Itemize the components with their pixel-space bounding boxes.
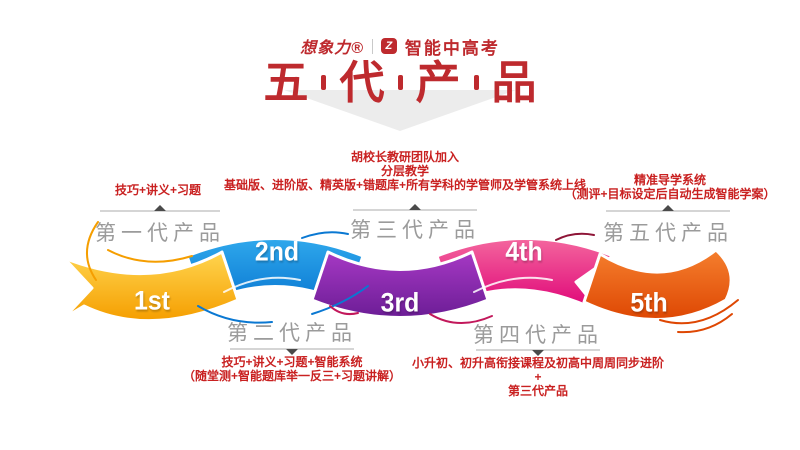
generation-name-gen4: 第四代产品 [473, 324, 603, 347]
title-char: 五 [263, 57, 309, 108]
ribbon-gen1 [62, 250, 240, 323]
accent-arcs [86, 221, 739, 334]
accent-arc-gen1-top [107, 249, 193, 263]
description-line: 分层教学 [380, 164, 429, 178]
title-chevron [284, 90, 516, 131]
generation-name-gen5: 第五代产品 [603, 222, 733, 245]
title-char: 品 [491, 57, 537, 108]
generation-name-gen3: 第三代产品 [350, 219, 480, 242]
marker-down-gen2 [286, 349, 298, 355]
description-line: 技巧+讲义+习题+智能系统 [221, 355, 363, 369]
accent-arc-gen5-b [677, 313, 733, 334]
generation-name-gen2: 第二代产品 [227, 322, 357, 345]
description-gen2: 技巧+讲义+习题+智能系统 （随堂测+智能题库举一反三+习题讲解） [183, 355, 401, 383]
accent-arc-gen4-top [555, 232, 595, 241]
accent-arc-gen5-a [659, 299, 739, 325]
brand-divider [371, 38, 373, 54]
description-line: 精准导学系统 [633, 173, 707, 187]
marker-up-gen5 [662, 205, 674, 211]
description-gen3: 胡校长教研团队加入 分层教学 基础版、进阶版、精英版+错题库+所有学科的学管师及… [224, 150, 586, 192]
brand-name-left: 想象力® [300, 40, 364, 57]
generation-name-gen1: 第一代产品 [95, 222, 225, 245]
description-gen5: 精准导学系统 （测评+目标设定后自动生成智能学案） [564, 173, 775, 201]
ordinal-label-gen2: 2nd [254, 236, 300, 267]
accent-arc-gen2-right [311, 285, 369, 315]
ribbon-wave [62, 237, 733, 323]
marker-down-gen4 [532, 350, 544, 356]
ribbon-gen5 [582, 248, 733, 321]
accent-arc-gen1-left [86, 221, 99, 281]
accent-arc-gen3-left [329, 305, 359, 316]
title-char: 产 [415, 57, 461, 108]
page-title: 五 代 产 品 [0, 60, 800, 105]
brand-name-right: 智能中高考 [404, 38, 500, 58]
description-gen1: 技巧+讲义+习题 [115, 183, 201, 197]
description-line: 胡校长教研团队加入 [350, 150, 459, 164]
ordinal-label-gen5: 5th [630, 287, 668, 318]
description-line: 第三代产品 [507, 384, 569, 398]
title-separator-bar [473, 75, 479, 90]
ordinal-label-gen3: 3rd [380, 287, 420, 318]
description-line: （随堂测+智能题库举一反三+习题讲解） [182, 369, 402, 383]
brand-header: 想象力® Z 智能中高考 [0, 36, 800, 58]
description-line: 基础版、进阶版、精英版+错题库+所有学科的学管师及学管系统上线 [223, 178, 587, 192]
title-char: 代 [339, 57, 385, 108]
highlight-arc-gen4 [473, 276, 553, 293]
description-line: 技巧+讲义+习题 [114, 183, 202, 197]
ordinal-label-gen4: 4th [505, 236, 543, 267]
marker-up-gen1 [154, 205, 166, 211]
description-line: 小升初、初升高衔接课程及初高中周周同步进阶 [411, 356, 665, 370]
accent-arc-gen3-right [429, 313, 493, 325]
accent-arc-gen2-left [197, 305, 273, 324]
title-separator-bar [397, 75, 403, 90]
brand-logo-icon: Z [380, 38, 397, 54]
description-gen4: 小升初、初升高衔接课程及初高中周周同步进阶 + 第三代产品 [412, 356, 664, 398]
connector-lines [100, 204, 730, 356]
description-line: + [534, 370, 542, 384]
ordinal-label-gen1: 1st [134, 285, 170, 316]
description-line: （测评+目标设定后自动生成智能学案） [564, 187, 776, 201]
title-separator-bar [321, 75, 327, 90]
highlight-arc-gen2 [223, 276, 301, 293]
accent-arc-gen2-top [301, 231, 349, 239]
marker-up-gen3 [409, 204, 421, 210]
